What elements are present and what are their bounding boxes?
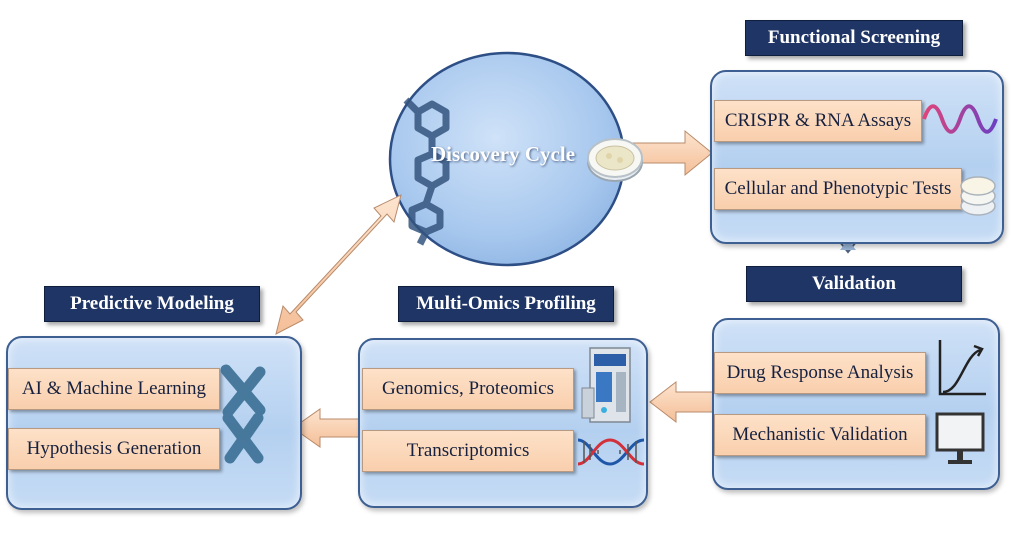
petri-dish-icon [587, 138, 643, 182]
drug-response-analysis-box: Drug Response Analysis [714, 352, 926, 394]
cellular-phenotypic-tests-box: Cellular and Phenotypic Tests [714, 168, 962, 210]
genomics-proteomics-box: Genomics, Proteomics [362, 368, 574, 410]
chromosome-icon [220, 364, 266, 464]
molecule-icon [403, 97, 450, 246]
functional-screening-panel [710, 70, 1004, 244]
functional-screening-title: Functional Screening [745, 20, 963, 56]
rising-curve-icon [938, 340, 986, 396]
discovery-cycle-label: Discovery Cycle [430, 142, 576, 166]
rna-wave-icon [922, 104, 998, 134]
arrow-to-predictive-modeling [292, 408, 360, 448]
dna-helix-icon [577, 438, 645, 466]
monitor-icon [935, 412, 985, 464]
hypothesis-generation-box: Hypothesis Generation [8, 428, 220, 470]
culture-plates-icon [960, 176, 996, 216]
mechanistic-validation-box: Mechanistic Validation [714, 414, 926, 456]
multi-omics-title: Multi-Omics Profiling [398, 286, 614, 322]
crispr-rna-assays-box: CRISPR & RNA Assays [714, 100, 922, 142]
predictive-modeling-title: Predictive Modeling [44, 286, 260, 322]
validation-title: Validation [746, 266, 962, 302]
sequencer-machine-icon [581, 347, 631, 423]
ai-machine-learning-box: AI & Machine Learning [8, 368, 220, 410]
transcriptomics-box: Transcriptomics [362, 430, 574, 472]
arrow-to-multi-omics [649, 380, 715, 424]
double-arrow-predictive-to-cycle [275, 194, 402, 335]
